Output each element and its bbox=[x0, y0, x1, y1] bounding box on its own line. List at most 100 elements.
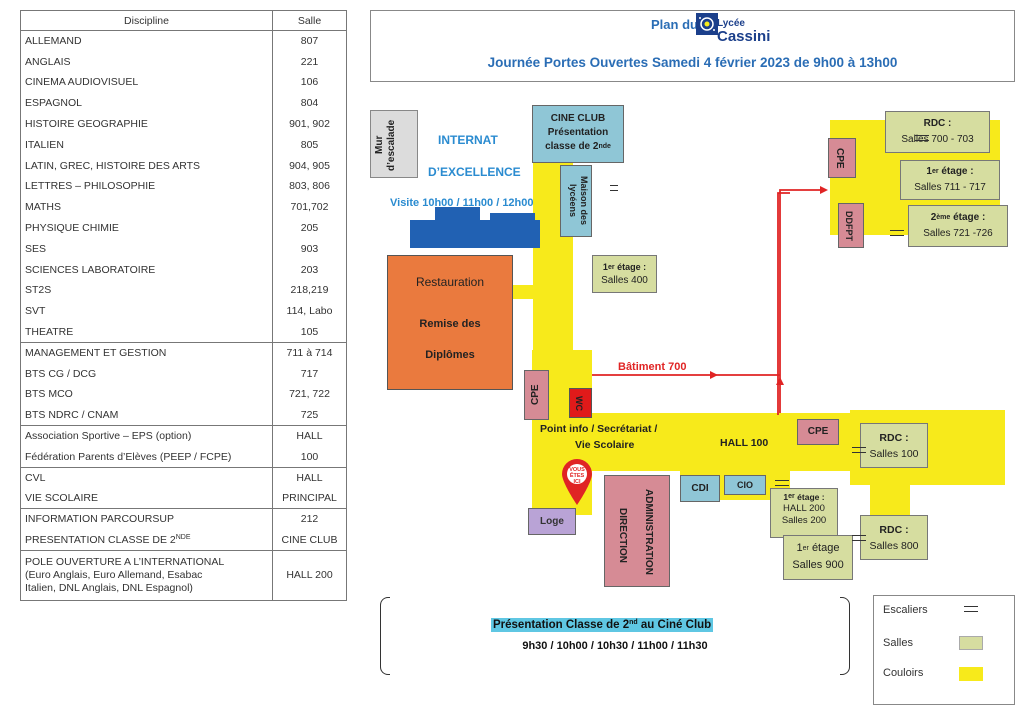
corridor-entrance bbox=[510, 285, 540, 299]
salles-900-label: Salles 900 bbox=[792, 559, 844, 571]
salles-400-room: 1er étage : Salles 400 bbox=[592, 255, 657, 293]
salles-900-room: 1er étage Salles 900 bbox=[783, 535, 853, 580]
table-row: POLE OUVERTURE A L’INTERNATIONAL(Euro An… bbox=[20, 549, 347, 601]
wc-room bbox=[569, 388, 592, 418]
salle-cell: 717 bbox=[272, 363, 347, 385]
discipline-line: POLE OUVERTURE A L’INTERNATIONAL bbox=[25, 555, 225, 568]
discipline-cell: INFORMATION PARCOURSUP bbox=[20, 508, 273, 530]
internat-label: INTERNAT bbox=[438, 133, 498, 147]
page-subtitle: Journée Portes Ouvertes Samedi 4 février… bbox=[487, 55, 898, 70]
batiment-700-label: Bâtiment 700 bbox=[618, 361, 687, 373]
salle-cell: 803, 806 bbox=[272, 176, 347, 197]
salle-cell: 106 bbox=[272, 72, 347, 93]
stairs-icon bbox=[890, 230, 904, 236]
salle-cell: 205 bbox=[272, 217, 347, 239]
discipline-cell: MANAGEMENT ET GESTION bbox=[20, 341, 273, 364]
discipline-cell: ANGLAIS bbox=[20, 51, 273, 73]
salle-cell: 721, 722 bbox=[272, 384, 347, 405]
salles-100-label: Salles 100 bbox=[869, 448, 919, 460]
administration-label: ADMINISTRATION bbox=[643, 489, 654, 575]
internat-building-right bbox=[490, 213, 535, 225]
loge-room: Loge bbox=[528, 508, 576, 535]
batiment-700-arrow-up bbox=[776, 186, 828, 413]
discipline-line: (Euro Anglais, Euro Allemand, Esabac bbox=[25, 568, 203, 581]
header-salle: Salle bbox=[272, 10, 347, 31]
stairs-icon bbox=[852, 535, 866, 541]
legend-couloirs-swatch bbox=[959, 667, 983, 681]
maison-lyceens-label: Maison des lycéens bbox=[568, 176, 589, 226]
discipline-cell: HISTOIRE GEOGRAPHIE bbox=[20, 113, 273, 135]
cpe-room-left bbox=[524, 370, 549, 420]
discipline-cell: PHYSIQUE CHIMIE bbox=[20, 217, 273, 239]
discipline-cell: VIE SCOLAIRE bbox=[20, 488, 273, 509]
discipline-cell: LETTRES – PHILOSOPHIE bbox=[20, 176, 273, 197]
discipline-cell: Fédération Parents d’Elèves (PEEP / FCPE… bbox=[20, 446, 273, 468]
cpe-label-left: CPE bbox=[530, 384, 541, 406]
stairs-icon bbox=[915, 135, 929, 141]
cine-club-presentation: Présentation bbox=[547, 127, 609, 138]
salle-cell: 804 bbox=[272, 92, 347, 114]
legend-stairs-icon bbox=[964, 606, 978, 612]
administration-room bbox=[604, 475, 670, 587]
logo-lycee-text: Lycée bbox=[717, 18, 745, 29]
cassini-logo-icon bbox=[696, 13, 718, 35]
salle-cell: 807 bbox=[272, 30, 347, 52]
legend: Escaliers Salles Couloirs bbox=[873, 595, 1015, 705]
salle-cell: PRINCIPAL bbox=[272, 488, 347, 509]
discipline-cell: BTS CG / DCG bbox=[20, 363, 273, 385]
salle-cell: CINE CLUB bbox=[272, 529, 347, 551]
salles-200-label: Salles 200 bbox=[781, 515, 827, 526]
wc-label: WC bbox=[574, 395, 584, 411]
salles-800-room: RDC : Salles 800 bbox=[860, 515, 928, 560]
restauration-label: Restauration bbox=[415, 275, 485, 289]
salles-721-label: Salles 721 -726 bbox=[923, 228, 993, 239]
salle-cell: HALL bbox=[272, 425, 347, 447]
salles-400-label: Salles 400 bbox=[601, 275, 648, 286]
discipline-cell: BTS NDRC / CNAM bbox=[20, 404, 273, 426]
cpe-room-hall: CPE bbox=[797, 419, 839, 445]
salle-cell: 105 bbox=[272, 321, 347, 343]
point-info-label: Point info / Secrétariat / bbox=[540, 423, 658, 435]
salles-711-room: 1er étage : Salles 711 - 717 bbox=[900, 160, 1000, 200]
cdi-room: CDI bbox=[680, 475, 720, 502]
visite-label: Visite 10h00 / 11h00 / 12h00 bbox=[390, 197, 534, 209]
vous-etes-ici-marker-icon bbox=[562, 459, 592, 505]
salle-cell: 904, 905 bbox=[272, 155, 347, 177]
vous-etes-ici-label: VOUS ÊTES ICI bbox=[569, 467, 585, 485]
salle-cell: 114, Labo bbox=[272, 300, 347, 322]
salles-700-label: Salles 700 - 703 bbox=[901, 134, 974, 145]
discipline-cell: ALLEMAND bbox=[20, 30, 273, 52]
cpe-label-hall: CPE bbox=[807, 426, 829, 437]
presentation-times: 9h30 / 10h00 / 10h30 / 11h00 / 11h30 bbox=[522, 640, 708, 652]
cdi-label: CDI bbox=[691, 483, 709, 494]
cio-room: CIO bbox=[724, 475, 766, 495]
discipline-cell: LATIN, GREC, HISTOIRE DES ARTS bbox=[20, 155, 273, 177]
discipline-cell: BTS MCO bbox=[20, 384, 273, 405]
salle-cell: HALL bbox=[272, 466, 347, 489]
salle-cell: 725 bbox=[272, 404, 347, 426]
discipline-cell: MATHS bbox=[20, 196, 273, 218]
brace-left bbox=[380, 597, 390, 675]
presentation-title: Présentation Classe de 2nd au Ciné Club bbox=[491, 618, 714, 632]
ddfpt-room bbox=[838, 203, 864, 248]
legend-salles: Salles bbox=[883, 637, 913, 649]
cine-club-classe: classe de 2nde bbox=[545, 141, 611, 152]
legend-escaliers: Escaliers bbox=[883, 604, 928, 616]
diplomes-label: Diplômes bbox=[425, 349, 475, 361]
header-discipline: Discipline bbox=[20, 10, 273, 31]
salle-cell: HALL 200 bbox=[272, 549, 347, 601]
